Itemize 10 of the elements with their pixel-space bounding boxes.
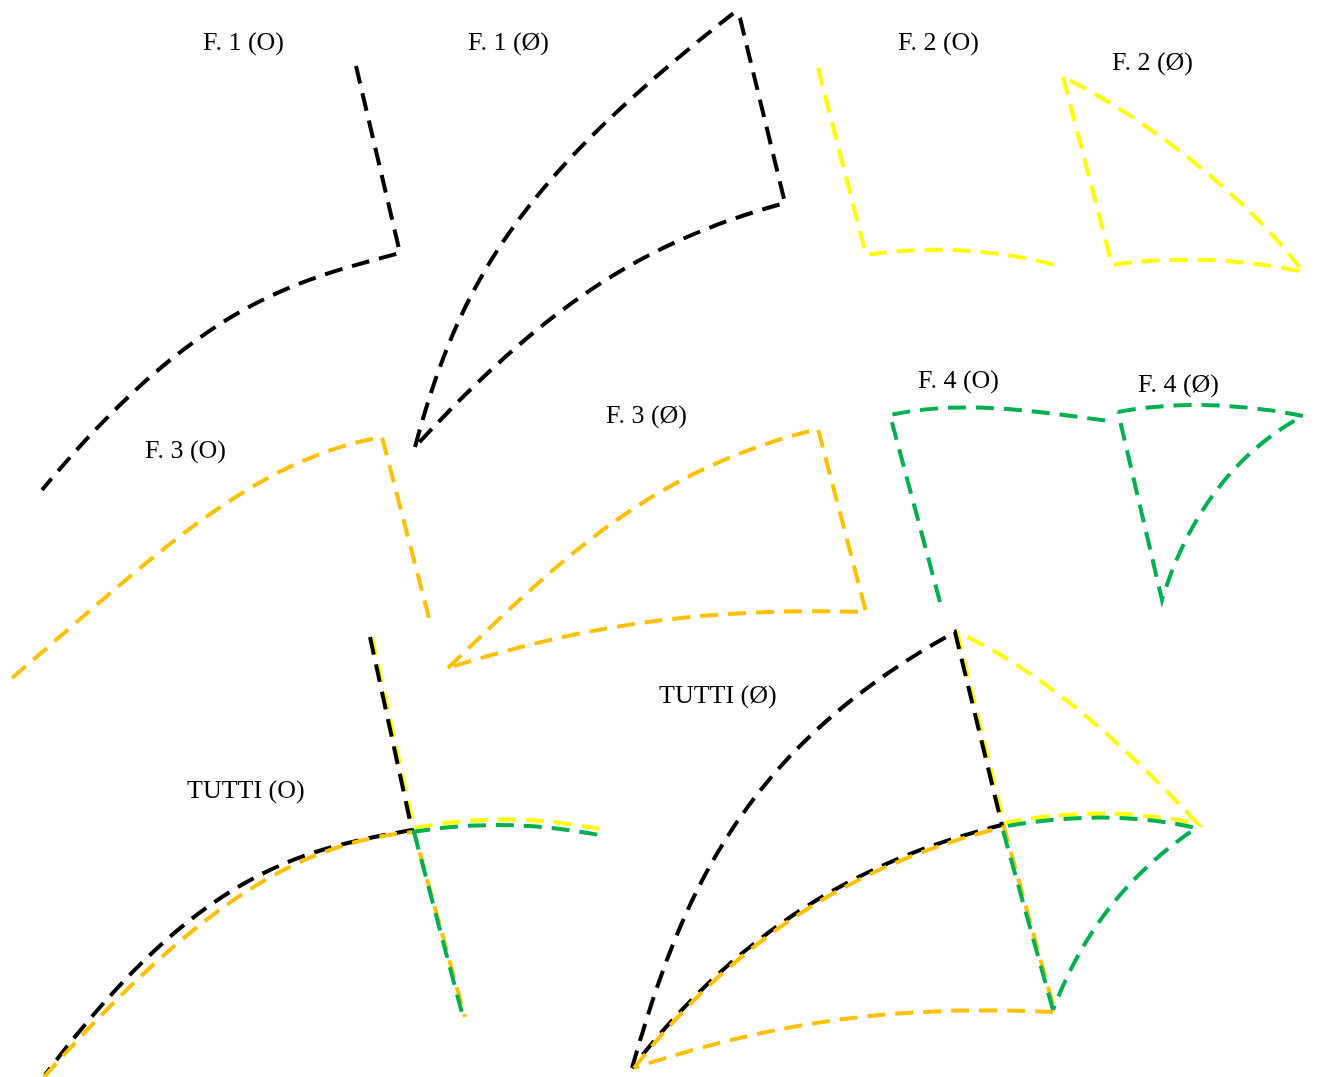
figure-label: F. 4 (Ø): [1138, 370, 1219, 398]
figure-label: F. 3 (Ø): [606, 401, 687, 429]
figure-label: F. 2 (O): [898, 28, 979, 56]
figure-label: F. 4 (O): [918, 366, 999, 394]
figure-label: F. 2 (Ø): [1112, 48, 1193, 76]
figure-label: F. 1 (O): [203, 28, 284, 56]
figure-label: TUTTI (O): [187, 776, 305, 804]
figure-label: F. 1 (Ø): [468, 28, 549, 56]
figure-label: TUTTI (Ø): [659, 681, 777, 709]
figure-label: F. 3 (O): [145, 436, 226, 464]
